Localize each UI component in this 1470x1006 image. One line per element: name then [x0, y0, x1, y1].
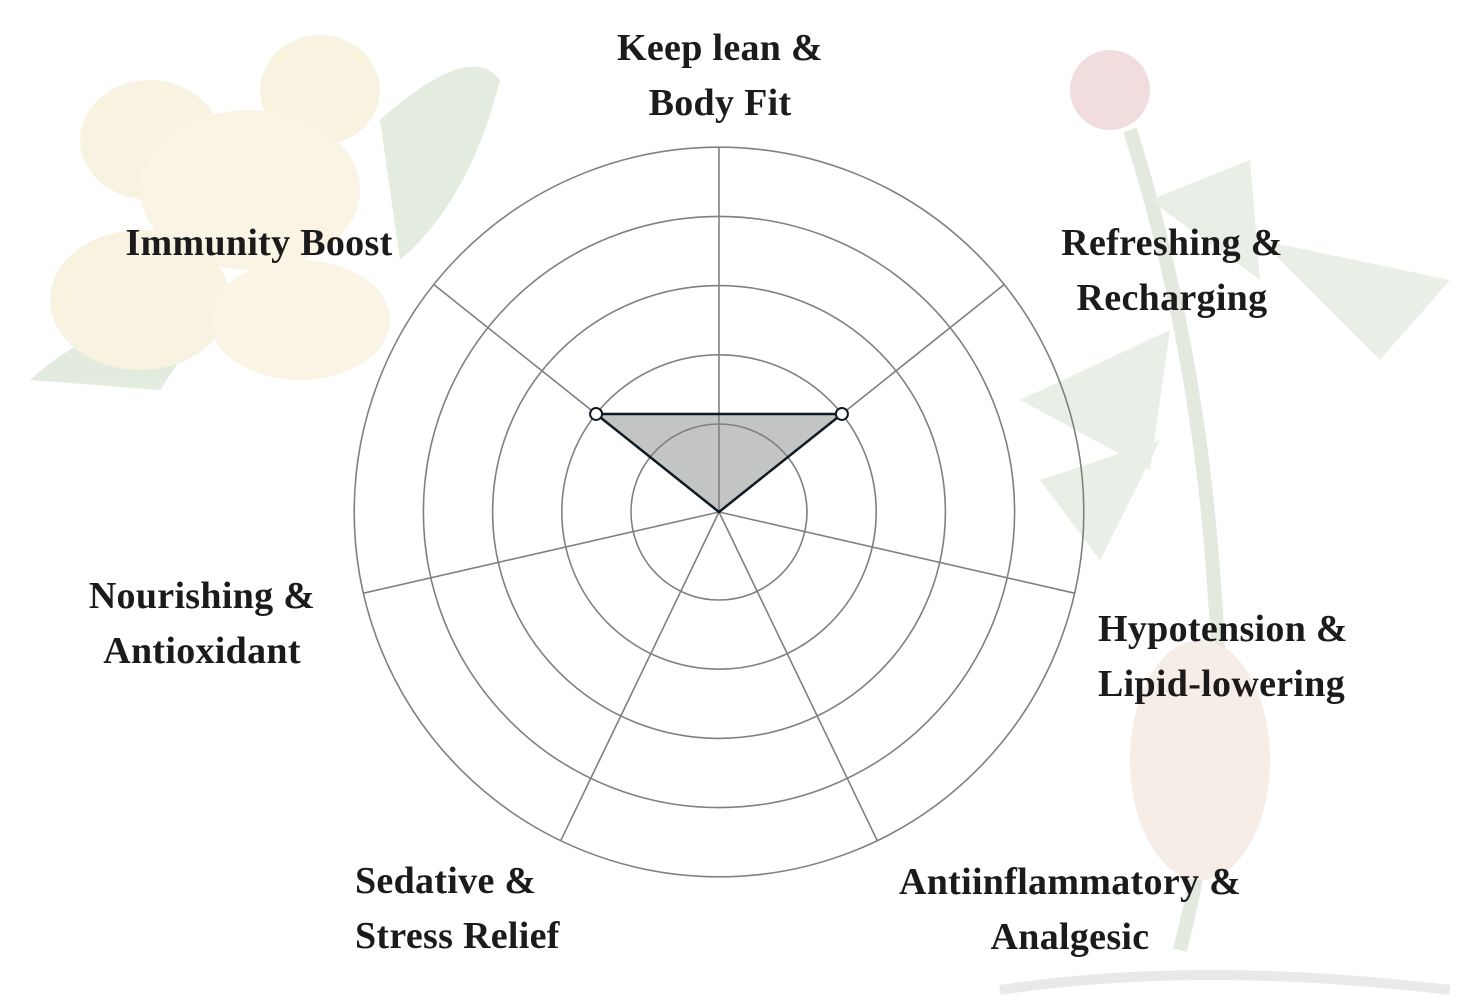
axis-label-hypotension: Hypotension &Lipid-lowering [1098, 608, 1348, 705]
axis-label-keep-lean: Keep lean &Body Fit [617, 27, 823, 124]
data-point [834, 406, 849, 421]
axis-spoke [363, 511, 720, 594]
axis-spoke [718, 511, 1075, 594]
ginseng-illustration [999, 50, 1451, 995]
series-line [594, 412, 844, 514]
axis-label-sedative: Sedative &Stress Relief [355, 860, 560, 957]
axis-spoke [718, 511, 879, 842]
axis-label-nourishing: Nourishing &Antioxidant [88, 575, 316, 672]
data-point [589, 406, 604, 421]
axis-label-antiinflammatory: Antiinflammatory &Analgesic [898, 861, 1242, 958]
axis-label-refreshing: Refreshing &Recharging [1061, 222, 1283, 319]
axis-spoke [559, 511, 720, 842]
axis-label-immunity: Immunity Boost [125, 222, 393, 264]
ginger-illustration [30, 35, 500, 390]
